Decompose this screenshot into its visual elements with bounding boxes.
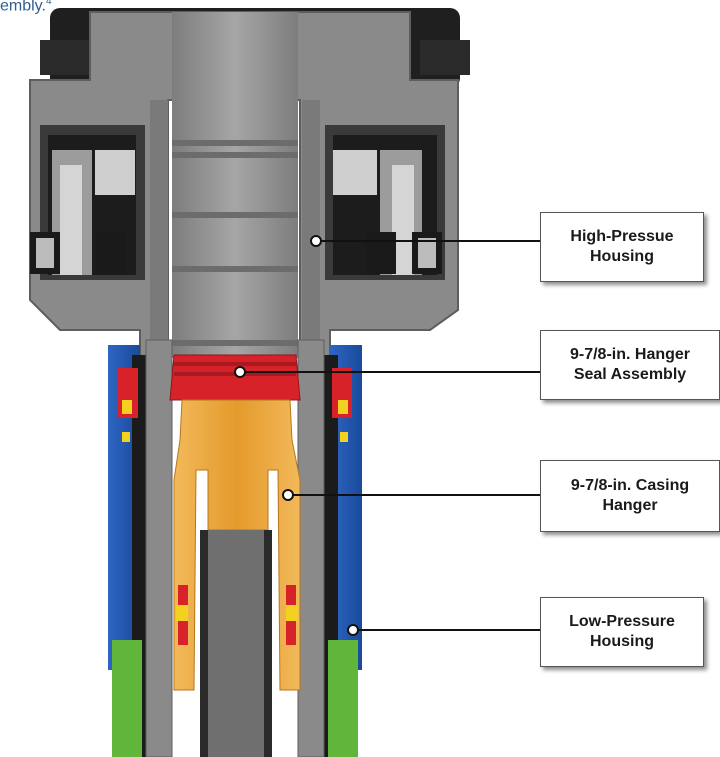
callout-high-pressure-housing: High-Pressue Housing — [540, 212, 704, 282]
low-pressure-housing — [108, 345, 362, 670]
casing-hanger — [173, 399, 301, 757]
caption-fragment: embly.4 — [0, 0, 52, 15]
leader-dot-seal-assembly — [234, 366, 246, 378]
callout-casing-hanger: 9-7/8-in. Casing Hanger — [540, 460, 720, 532]
leader-dot-casing-hanger — [282, 489, 294, 501]
leader-dot-low-pressure — [347, 624, 359, 636]
leader-dot-high-pressure — [310, 235, 322, 247]
bore — [150, 12, 320, 358]
callout-low-pressure-housing: Low-Pressure Housing — [540, 597, 704, 667]
leader-lines — [234, 235, 540, 636]
caption-superscript: 4 — [45, 0, 52, 7]
lower-housing-walls — [145, 339, 325, 757]
callout-hanger-seal-assembly: 9-7/8-in. Hanger Seal Assembly — [540, 330, 720, 400]
high-pressure-housing — [29, 11, 459, 741]
